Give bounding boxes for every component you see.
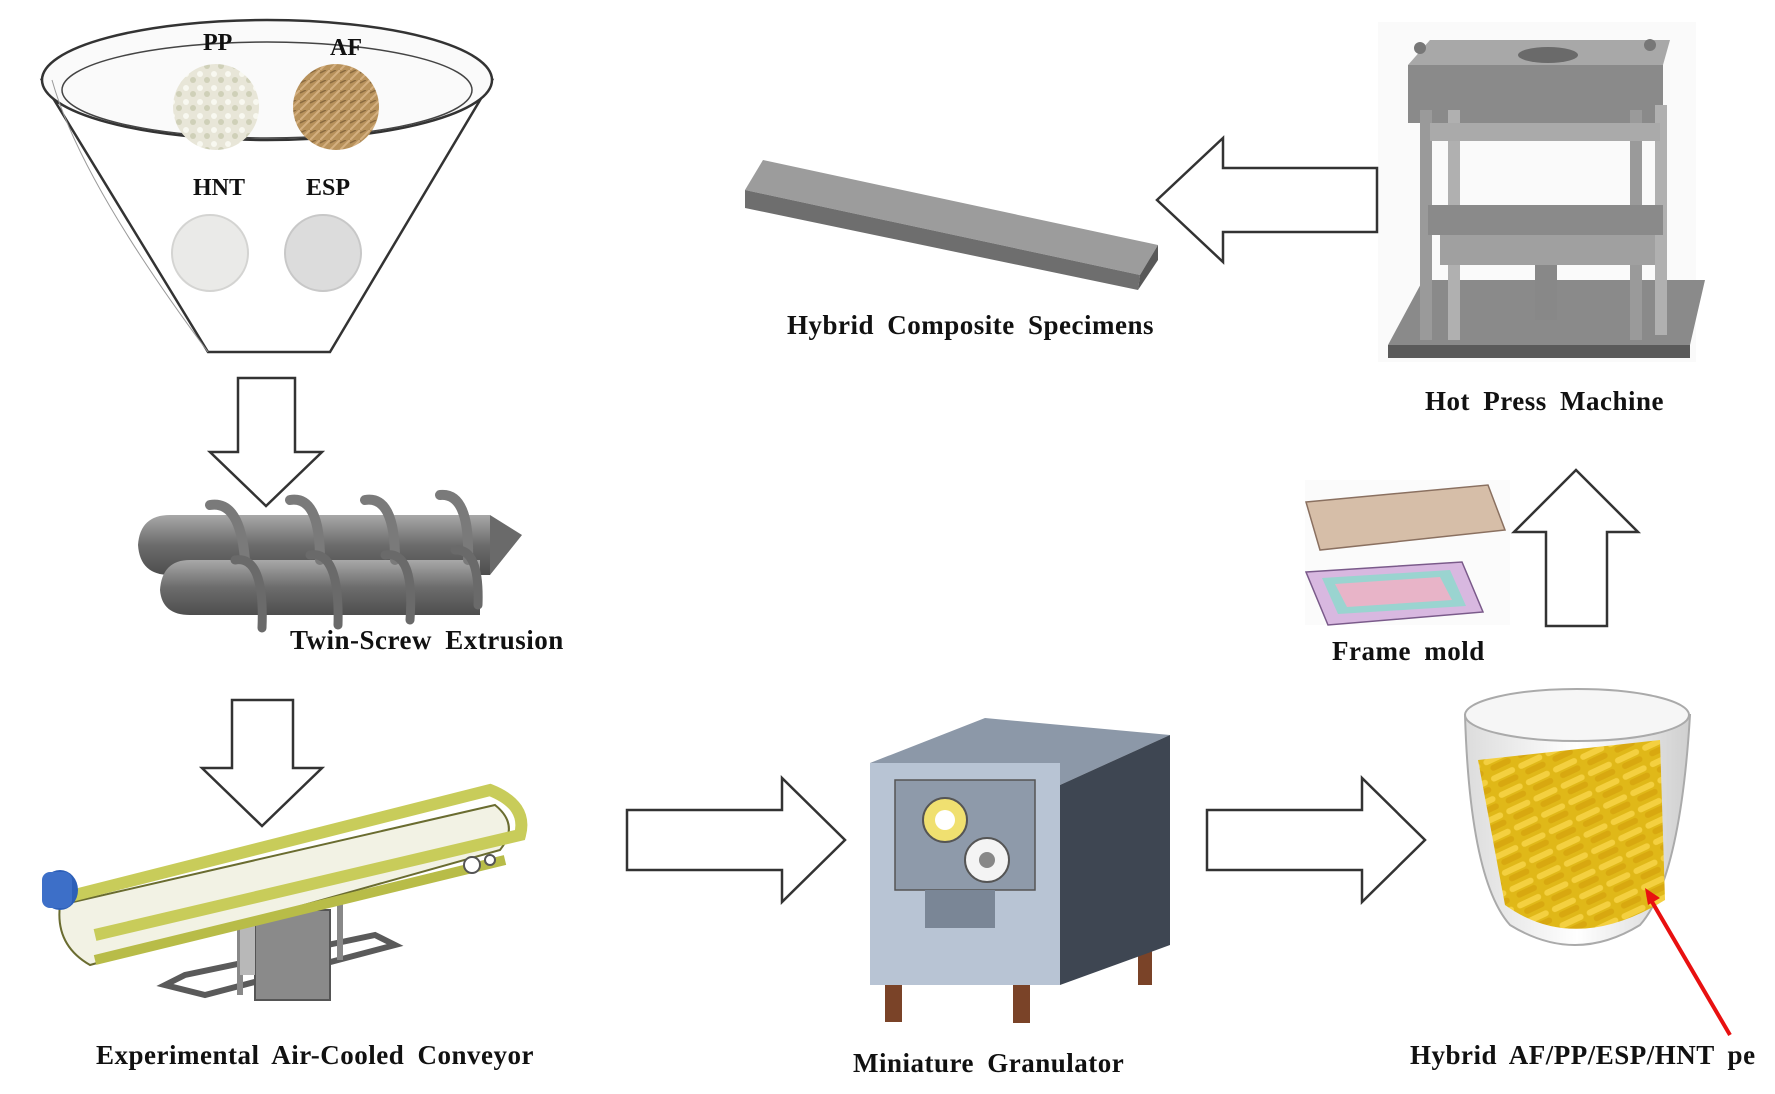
af-sample: [293, 64, 379, 150]
pellet-pointer: [1646, 893, 1732, 1037]
arrow-down-2: [198, 698, 326, 828]
granulator: [870, 718, 1170, 1023]
hot-press: [1378, 22, 1705, 362]
esp-label: ESP: [306, 175, 351, 201]
hopper: [39, 18, 495, 354]
arrow-right-1: [625, 775, 847, 905]
arrow-down-1: [206, 376, 326, 508]
pp-sample: [173, 64, 259, 150]
esp-sample: [284, 214, 362, 292]
specimen-bar: [745, 160, 1158, 290]
hnt-sample: [171, 214, 249, 292]
conveyor-label: Experimental Air-Cooled Conveyor: [96, 1040, 534, 1070]
extrusion-label: Twin-Screw Extrusion: [290, 625, 564, 655]
frame-mold-label: Frame mold: [1332, 636, 1485, 666]
arrow-left: [1155, 135, 1379, 265]
pp-label: PP: [203, 30, 233, 56]
arrow-right-2: [1205, 775, 1427, 905]
hot-press-label: Hot Press Machine: [1425, 386, 1664, 416]
af-label: AF: [330, 35, 362, 61]
pellets-label: Hybrid AF/PP/ESP/HNT pe: [1410, 1040, 1756, 1070]
twin-screw: [138, 489, 522, 633]
granulator-label: Miniature Granulator: [853, 1048, 1125, 1078]
pellet-cup: [1463, 688, 1732, 1037]
arrow-up: [1510, 468, 1642, 628]
conveyor: [42, 783, 528, 1001]
hnt-label: HNT: [193, 175, 246, 201]
frame-mold: [1304, 480, 1510, 626]
specimens-label: Hybrid Composite Specimens: [787, 310, 1155, 340]
